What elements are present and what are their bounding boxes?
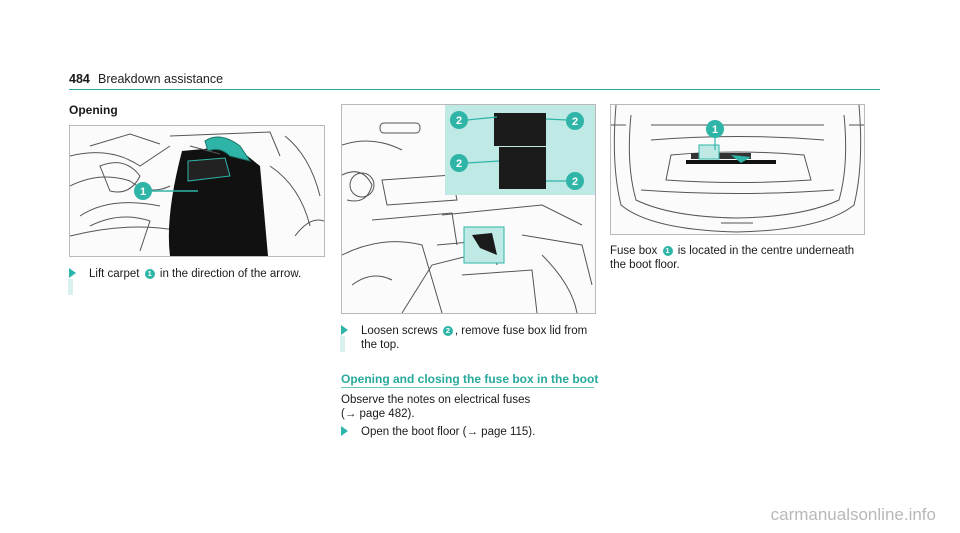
dashboard-illustration: 2 2 2 2 — [342, 105, 595, 313]
figure-callout: 1 — [712, 124, 718, 136]
step-open-boot-floor: Open the boot floor (→ page 115). — [341, 425, 601, 445]
callout-badge: 1 — [144, 269, 155, 279]
section-rule — [341, 387, 594, 388]
header-rule — [69, 89, 880, 90]
note-electrical-fuses: Observe the notes on electrical fuses (→… — [341, 394, 531, 420]
step-bar — [68, 279, 73, 295]
watermark: carmanualsonline.info — [770, 505, 936, 524]
figure-callout: 2 — [456, 115, 462, 127]
figure-callout: 2 — [456, 158, 462, 170]
section-title-fuse-box-boot: Opening and closing the fuse box in the … — [341, 372, 599, 386]
figure-callout: 1 — [140, 186, 146, 198]
step-arrow-icon — [341, 426, 348, 436]
page-number: 484 — [69, 72, 90, 86]
figure-trunk: 1 — [610, 104, 865, 235]
step-bar — [340, 336, 345, 352]
callout-badge: 1 — [662, 246, 673, 256]
figure-callout: 2 — [572, 116, 578, 128]
callout-badge: 2 — [442, 326, 453, 336]
figure-dashboard: 2 2 2 2 — [341, 104, 596, 314]
trunk-illustration: 1 — [611, 105, 864, 234]
step-arrow-icon — [69, 268, 76, 278]
section-heading-opening: Opening — [69, 103, 118, 117]
figure-carpet: 1 — [69, 125, 325, 257]
step-arrow-icon — [341, 325, 348, 335]
fuse-box-location-text: Fuse box 1 is located in the centre unde… — [610, 245, 855, 271]
step-lift-carpet: Lift carpet 1 in the direction of the ar… — [68, 267, 329, 297]
figure-callout: 2 — [572, 176, 578, 188]
carpet-illustration: 1 — [70, 126, 324, 256]
step-loosen-screws: Loosen screws 2, remove fuse box lid fro… — [340, 324, 601, 354]
running-head: Breakdown assistance — [98, 72, 224, 86]
